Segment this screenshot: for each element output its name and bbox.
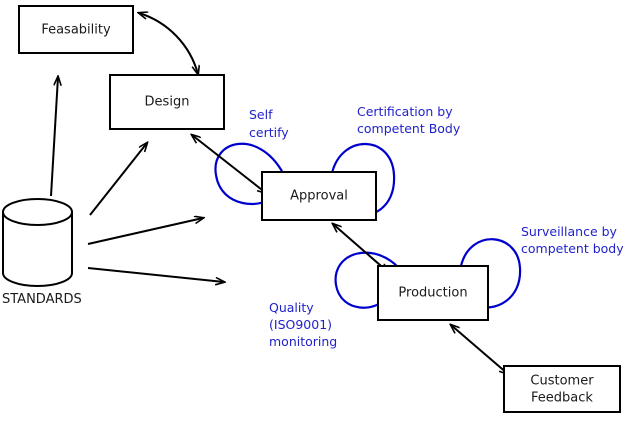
annotation-self-certify-line2: certify	[249, 125, 289, 140]
connector-standards-approval	[87, 218, 203, 245]
annotation-certification-line2: competent Body	[357, 121, 461, 136]
node-production[interactable]: Production	[377, 265, 489, 321]
connector-standards-feasability	[50, 77, 58, 197]
connector-standards-design	[89, 143, 147, 216]
annotation-certification-line1: Certification by	[357, 104, 453, 119]
annotation-quality-line2: (ISO9001)	[269, 317, 332, 332]
connector-production-customer-feedback	[451, 325, 508, 374]
annotation-self-certify-line1: Self	[249, 107, 273, 122]
annotation-certification-competent-body: Certification by competent Body	[357, 104, 461, 136]
connector-standards-production	[87, 267, 224, 282]
connector-design-feasability	[139, 13, 198, 74]
datastore-standards[interactable]: STANDARDS	[2, 198, 82, 307]
node-design-label: Design	[145, 95, 190, 110]
connector-approval-production	[333, 224, 388, 272]
node-approval-label: Approval	[290, 189, 348, 204]
node-production-label: Production	[398, 286, 467, 301]
annotation-quality-line1: Quality	[269, 300, 314, 315]
loop-surveillance-competent-body	[461, 238, 522, 309]
annotation-surveillance-line1: Surveillance by	[521, 224, 618, 239]
annotation-quality-line3: monitoring	[269, 334, 337, 349]
annotation-quality-monitoring: Quality (ISO9001) monitoring	[269, 300, 337, 349]
node-customer-feedback-label-line1: Customer	[530, 374, 594, 389]
annotation-self-certify: Self certify	[249, 107, 289, 140]
node-customer-feedback-label-line2: Feedback	[531, 391, 593, 406]
datastore-standards-label: STANDARDS	[2, 292, 82, 307]
node-feasability-label: Feasability	[41, 23, 111, 38]
annotation-surveillance-line2: competent body	[521, 241, 624, 256]
node-design[interactable]: Design	[109, 74, 225, 130]
annotation-surveillance-competent-body: Surveillance by competent body	[521, 224, 624, 256]
node-customer-feedback[interactable]: Customer Feedback	[503, 365, 621, 413]
connector-design-approval	[192, 135, 266, 193]
node-feasability[interactable]: Feasability	[18, 5, 134, 54]
node-approval[interactable]: Approval	[261, 171, 377, 221]
